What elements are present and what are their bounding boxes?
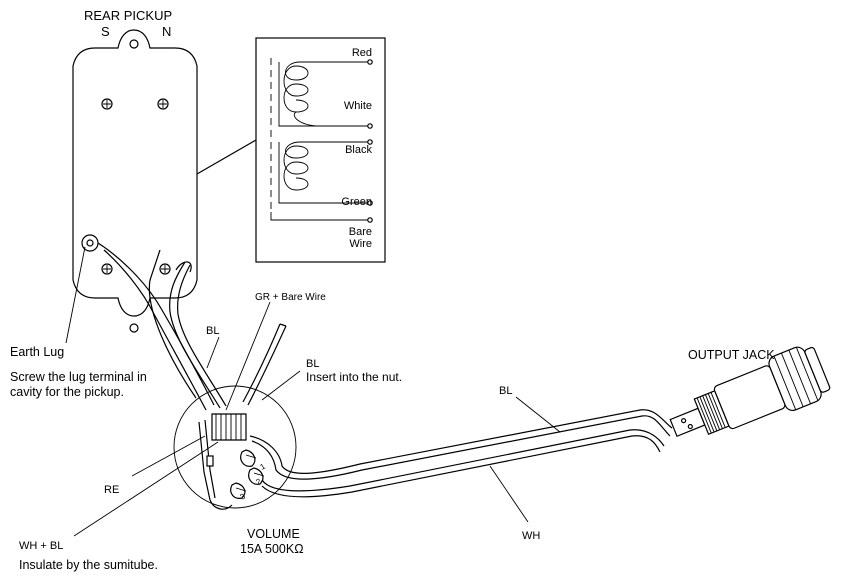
pot-terminal-2: 2: [255, 476, 264, 486]
gr-bare-wire-label: GR + Bare Wire: [255, 292, 326, 303]
earth-note-1: Screw the lug terminal in: [10, 370, 147, 384]
bl-loose-wire: [242, 323, 287, 406]
terminal-white: [367, 123, 373, 129]
pot-terminal-3: 3: [239, 491, 248, 501]
insulate-note: Insulate by the sumitube.: [19, 558, 158, 572]
terminal-bare: [367, 217, 373, 223]
volume-spec-label: 15A 500KΩ: [240, 542, 304, 556]
wh-bl-label: WH + BL: [19, 540, 63, 552]
volume-label: VOLUME: [247, 527, 300, 541]
pot-terminal-1: 1: [259, 461, 268, 471]
terminal-green: [367, 200, 373, 206]
earth-note-2: cavity for the pickup.: [10, 385, 124, 399]
screw-icon: [157, 98, 169, 110]
wire-label-green: Green: [341, 196, 372, 208]
wire-label-bare-1: Bare: [349, 226, 372, 238]
pickup-wire-bundle: [103, 246, 227, 411]
earth-lug-icon: [81, 234, 105, 252]
bl-top-label: BL: [206, 325, 219, 337]
wh-cable-label: WH: [522, 530, 540, 542]
re-label: RE: [104, 484, 119, 496]
output-cable: [249, 409, 673, 498]
sumitube-sleeve: [206, 455, 214, 467]
earth-lug-label: Earth Lug: [10, 345, 64, 359]
output-jack: [669, 346, 831, 438]
wire-label-red: Red: [352, 47, 372, 59]
bl-cable-label: BL: [499, 385, 512, 397]
coil-schematic-inset: [196, 37, 386, 263]
screw-icon: [159, 263, 171, 275]
north-pole-label: N: [162, 24, 171, 39]
screw-icon: [101, 263, 113, 275]
wire-label-white: White: [344, 100, 372, 112]
wire-label-black: Black: [345, 144, 372, 156]
pickup-title: REAR PICKUP: [84, 8, 172, 23]
terminal-black: [367, 139, 373, 145]
screw-icon: [101, 98, 113, 110]
terminal-red: [367, 59, 373, 65]
mount-hole-top: [129, 39, 139, 49]
mount-hole-bottom: [129, 323, 139, 333]
south-pole-label: S: [101, 24, 110, 39]
wire-label-bare-2: Wire: [349, 238, 372, 250]
bl-insert-label: BL: [306, 358, 319, 370]
output-jack-label: OUTPUT JACK: [688, 348, 775, 362]
volume-pot: [173, 385, 297, 510]
pickup-body: [72, 29, 198, 333]
insert-note: Insert into the nut.: [306, 370, 402, 384]
leader-lines: [65, 246, 561, 537]
